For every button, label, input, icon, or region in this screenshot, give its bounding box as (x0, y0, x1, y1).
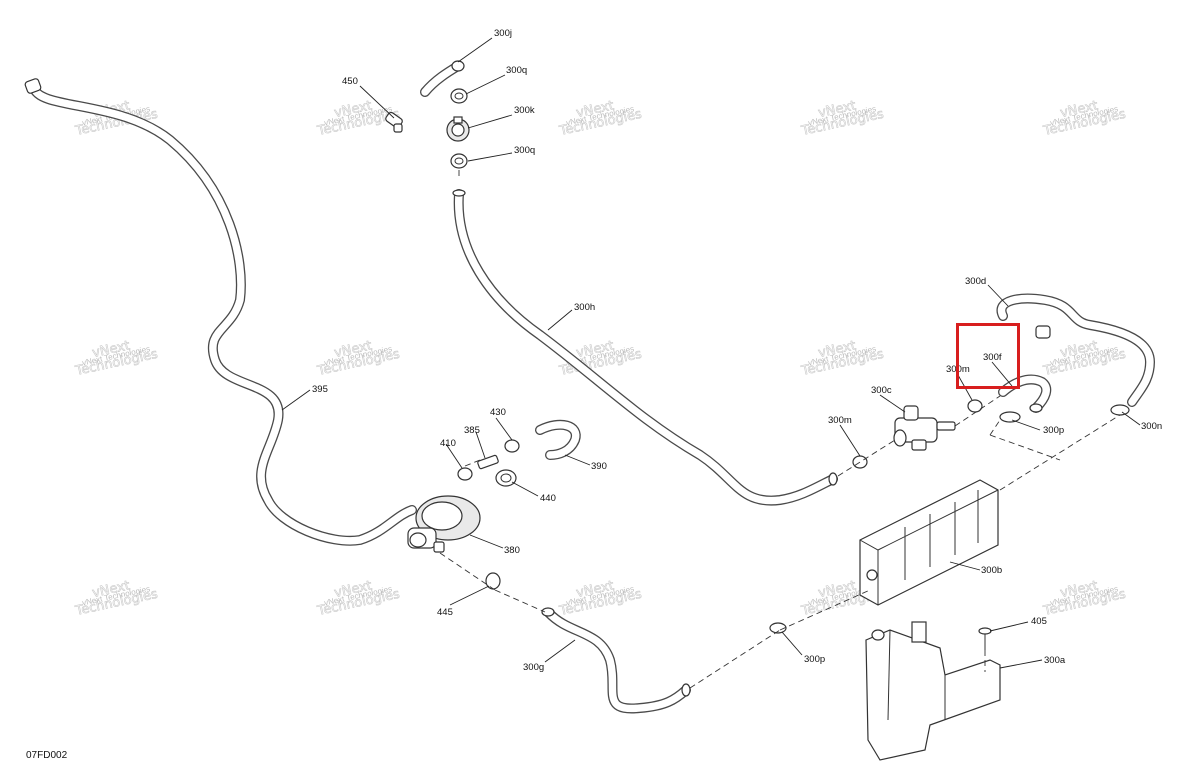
fitting-450 (385, 111, 403, 133)
callout-300g: 300g (523, 662, 544, 673)
valve-300c (893, 405, 956, 451)
watermark: vNext Technologies vNext Technologies (557, 98, 644, 139)
clamp-300p-upper (999, 411, 1021, 423)
leader-lines (281, 37, 1141, 669)
bracket-300a (865, 621, 1001, 761)
callout-300m-left: 300m (828, 415, 852, 426)
callout-440: 440 (540, 493, 556, 504)
nipple-385 (477, 454, 499, 470)
callout-300p-lower: 300p (804, 654, 825, 665)
canister-300b (859, 479, 999, 606)
clip-300d-end (1035, 325, 1051, 339)
callout-405: 405 (1031, 616, 1047, 627)
clamp-300m-right (967, 399, 983, 413)
clamp-300q-lower (450, 153, 468, 169)
hose-300f (998, 374, 1052, 413)
callout-300p-upper: 300p (1043, 425, 1064, 436)
drawing-code: 07FD002 (26, 750, 68, 761)
callout-445: 445 (437, 607, 453, 618)
watermark: vNext Technologies vNext Technologies (1041, 98, 1128, 139)
clamp-300p-lower (769, 622, 787, 634)
hose-300j (420, 60, 465, 97)
elbow-390 (535, 419, 581, 460)
watermark: vNext Technologies vNext Technologies (315, 578, 402, 619)
highlight-box-300f (956, 323, 1020, 389)
hose-300g (541, 607, 691, 714)
watermark: vNext Technologies vNext Technologies (1041, 338, 1128, 379)
clamp-430 (504, 439, 520, 453)
watermark: vNext Technologies vNext Technologies (799, 338, 886, 379)
callout-300h: 300h (574, 302, 595, 313)
callout-300j: 300j (494, 28, 512, 39)
valve-300k (446, 116, 470, 142)
callout-300c: 300c (871, 385, 892, 396)
hose-300d (996, 293, 1155, 407)
watermark: vNext Technologies vNext Technologies (799, 98, 886, 139)
callout-labels: 300j 450 300q 300k 300q 300h 300d 300f 3… (312, 28, 1162, 673)
hose-300h (452, 189, 838, 506)
callout-300k: 300k (514, 105, 535, 116)
watermark: vNext Technologies vNext Technologies (315, 338, 402, 379)
callout-410: 410 (440, 438, 456, 449)
callout-390: 390 (591, 461, 607, 472)
watermark: vNext Technologies vNext Technologies (73, 338, 160, 379)
callout-450: 450 (342, 76, 358, 87)
watermark: vNext Technologies vNext Technologies (1041, 578, 1128, 619)
callout-385: 385 (464, 425, 480, 436)
callout-395: 395 (312, 384, 328, 395)
clamp-440 (495, 469, 517, 487)
fitting-410 (457, 467, 473, 481)
callout-430: 430 (490, 407, 506, 418)
hose-395 (24, 78, 417, 546)
assembly-lines (439, 170, 1121, 689)
callout-300q-lower: 300q (514, 145, 535, 156)
clamp-300m-left (852, 455, 868, 469)
callout-300d: 300d (965, 276, 986, 287)
callout-380: 380 (504, 545, 520, 556)
callout-300b: 300b (981, 565, 1002, 576)
watermark: vNext Technologies vNext Technologies (557, 578, 644, 619)
callout-300a: 300a (1044, 655, 1066, 666)
callout-300f: 300f (983, 352, 1002, 363)
purge-valve-380 (407, 495, 481, 553)
clamp-300n (1110, 404, 1130, 416)
screw-405 (978, 627, 992, 650)
watermark: vNext Technologies vNext Technologies (73, 578, 160, 619)
callout-300n: 300n (1141, 421, 1162, 432)
clamp-300q-upper (450, 88, 468, 104)
callout-300q-upper: 300q (506, 65, 527, 76)
